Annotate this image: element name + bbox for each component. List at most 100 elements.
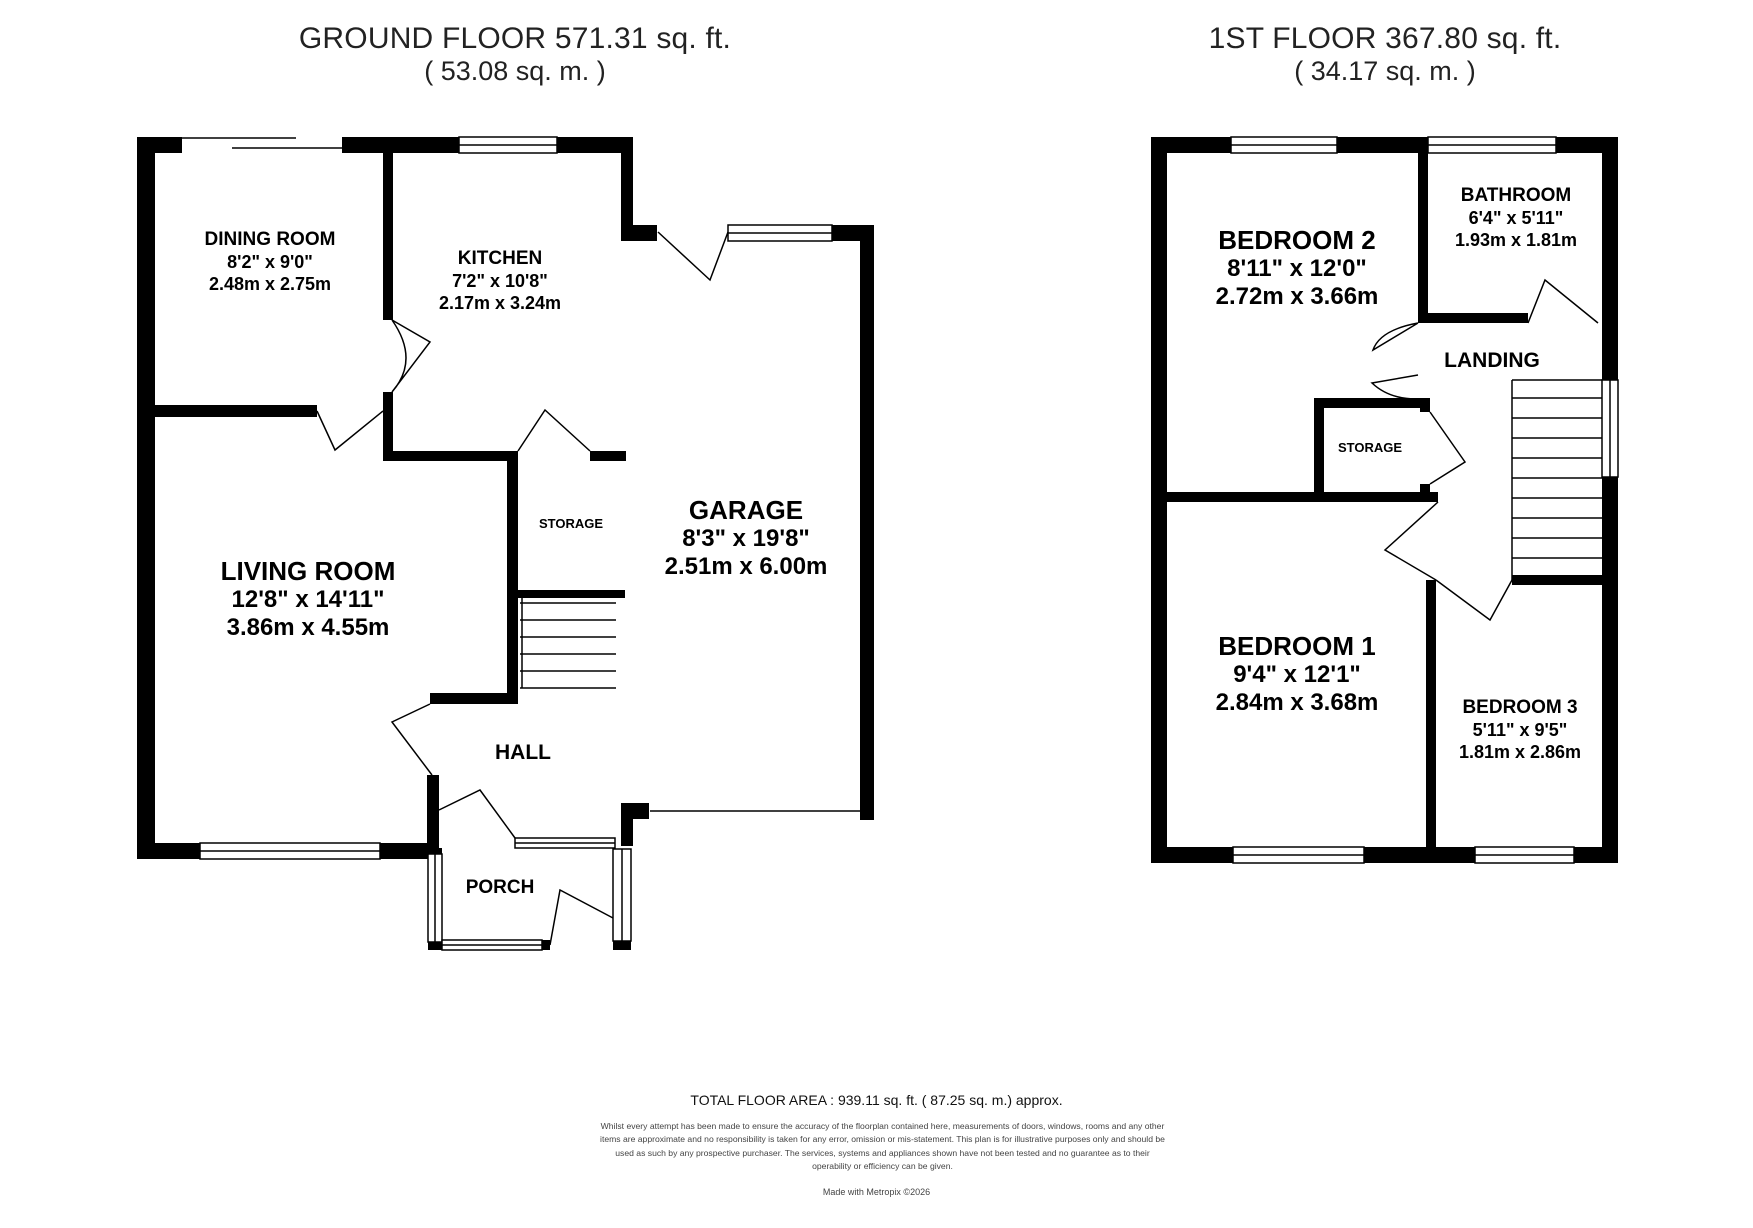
room-name: DINING ROOM [204, 229, 336, 250]
wall [378, 843, 430, 859]
wall [556, 137, 633, 153]
room-name: STORAGE [538, 516, 604, 531]
wall [383, 150, 393, 320]
door [549, 888, 614, 946]
wall [515, 590, 625, 598]
room-name: STORAGE [1337, 440, 1403, 455]
wall [342, 137, 462, 153]
door [438, 789, 516, 839]
room-dims-metric: 2.51m x 6.00m [664, 553, 828, 580]
door [1527, 278, 1599, 324]
room-dims-imperial: 8'3" x 19'8" [682, 525, 810, 552]
room-dims-imperial: 8'11" x 12'0" [1227, 255, 1367, 282]
wall [1314, 398, 1324, 502]
door [517, 408, 591, 452]
ground-floor-doors [182, 137, 860, 946]
total-floor-area: TOTAL FLOOR AREA : 939.11 sq. ft. ( 87.2… [690, 1092, 1063, 1108]
door [1383, 501, 1439, 581]
wall [1362, 847, 1477, 863]
wall [1426, 580, 1436, 850]
wall [590, 451, 626, 461]
wall [427, 775, 439, 857]
wall [150, 405, 317, 417]
room-dims-metric: 2.17m x 3.24m [438, 293, 562, 313]
sliding-door [182, 137, 342, 149]
room-dims-metric: 2.84m x 3.68m [1215, 689, 1379, 716]
room-name: PORCH [465, 877, 535, 898]
room-dims-imperial: 6'4" x 5'11" [1468, 208, 1564, 228]
wall [621, 818, 633, 846]
first-floor-title: 1ST FLOOR 367.80 sq. ft. [1208, 22, 1562, 55]
wall [860, 225, 874, 820]
room-name: BATHROOM [1460, 185, 1572, 206]
door [1429, 411, 1467, 485]
wall [1151, 137, 1167, 863]
wall [1335, 137, 1430, 153]
wall [1602, 475, 1618, 863]
wall [383, 392, 393, 459]
room-name: LANDING [1444, 349, 1540, 372]
wall [507, 451, 518, 698]
room-label-living: LIVING ROOM 12'8" x 14'11" 3.86m x 4.55m [221, 557, 396, 642]
wall [1314, 398, 1430, 408]
ground-floor-windows [199, 136, 833, 951]
door [1371, 322, 1419, 352]
room-dims-imperial: 8'2" x 9'0" [227, 252, 313, 272]
disclaimer-text: Whilst every attempt has been made to en… [600, 1121, 1165, 1172]
room-label-bedroom1: BEDROOM 1 9'4" x 12'1" 2.84m x 3.68m [1216, 632, 1379, 717]
room-label-kitchen: KITCHEN 7'2" x 10'8" 2.17m x 3.24m [439, 248, 561, 314]
room-name: BEDROOM 3 [1462, 697, 1578, 718]
room-dims-metric: 2.48m x 2.75m [208, 274, 332, 294]
room-dims-imperial: 7'2" x 10'8" [452, 271, 548, 291]
room-label-bathroom: BATHROOM 6'4" x 5'11" 1.93m x 1.81m [1455, 185, 1577, 251]
first-floor-plan [1151, 137, 1618, 863]
door [316, 410, 384, 452]
room-label-porch: PORCH [466, 877, 535, 899]
wall [383, 451, 518, 461]
door [1435, 579, 1513, 622]
first-floor-windows [1230, 136, 1619, 864]
door [391, 319, 432, 393]
room-dims-metric: 1.93m x 1.81m [1454, 230, 1578, 250]
wall [1512, 575, 1608, 585]
wall [1602, 137, 1618, 382]
door [1370, 374, 1421, 400]
stairs [520, 598, 616, 689]
wall [1572, 847, 1618, 863]
door [657, 231, 729, 282]
ground-floor-subtitle: ( 53.08 sq. m. ) [424, 56, 606, 86]
first-floor-doors [1370, 278, 1602, 622]
wall [428, 940, 442, 950]
stairs [1511, 379, 1602, 580]
wall [621, 225, 657, 241]
room-dims-metric: 3.86m x 4.55m [226, 614, 390, 641]
room-label-storage-first: STORAGE [1338, 440, 1402, 456]
wall [1418, 150, 1428, 320]
room-dims-metric: 2.72m x 3.66m [1215, 283, 1379, 310]
wall [137, 843, 202, 859]
first-floor-subtitle: ( 34.17 sq. m. ) [1294, 56, 1476, 86]
room-dims-imperial: 9'4" x 12'1" [1233, 661, 1361, 688]
room-dims-imperial: 12'8" x 14'11" [231, 586, 385, 613]
room-label-storage: STORAGE [539, 516, 603, 532]
wall [540, 940, 550, 950]
room-name: HALL [495, 741, 551, 764]
room-name: LIVING ROOM [220, 556, 396, 586]
wall [1420, 398, 1430, 412]
wall [1418, 313, 1528, 323]
wall [621, 137, 633, 230]
room-name: GARAGE [688, 495, 804, 525]
room-label-hall: HALL [495, 741, 551, 765]
wall [430, 693, 518, 704]
room-label-dining: DINING ROOM 8'2" x 9'0" 2.48m x 2.75m [205, 229, 336, 295]
room-label-bedroom3: BEDROOM 3 5'11" x 9'5" 1.81m x 2.86m [1459, 697, 1581, 763]
wall [1151, 137, 1231, 153]
room-dims-imperial: 5'11" x 9'5" [1472, 720, 1568, 740]
wall [1151, 847, 1235, 863]
room-name: BEDROOM 2 [1218, 225, 1376, 255]
ground-floor-plan [137, 137, 874, 950]
room-name: BEDROOM 1 [1218, 631, 1376, 661]
room-name: KITCHEN [457, 248, 543, 269]
wall [1420, 484, 1430, 502]
door [390, 703, 433, 776]
